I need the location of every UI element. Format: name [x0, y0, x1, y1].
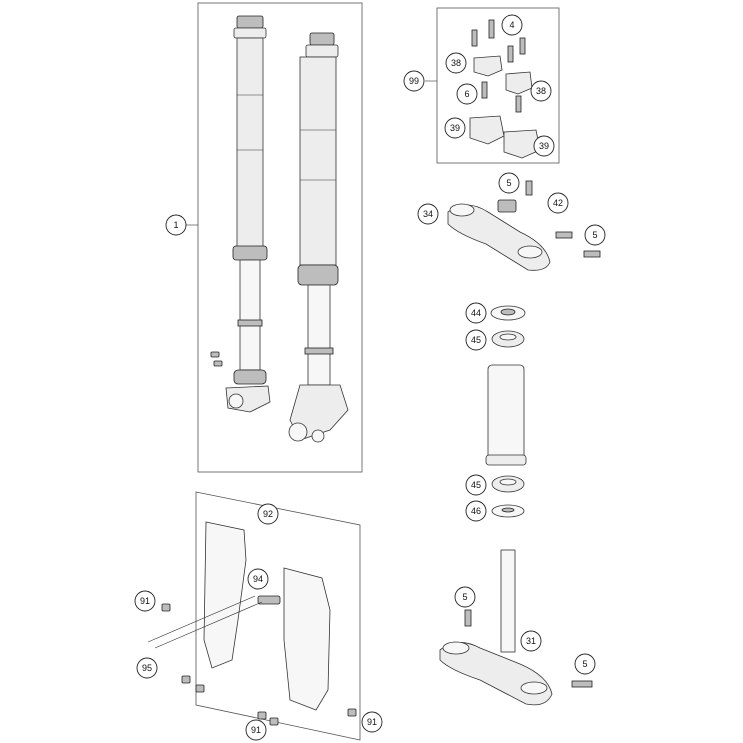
callout-92: 92 [257, 503, 279, 525]
svg-text:92: 92 [263, 509, 273, 519]
dust-seal-44[interactable] [490, 305, 526, 321]
callout-38-right: 38 [530, 80, 552, 102]
fork-group [186, 2, 363, 473]
svg-text:95: 95 [142, 663, 152, 673]
callout-5-upper-top: 5 [498, 172, 520, 194]
svg-text:91: 91 [140, 596, 150, 606]
bolt-5-upper-top [525, 180, 533, 196]
svg-text:38: 38 [451, 58, 461, 68]
svg-text:45: 45 [471, 335, 481, 345]
callout-91-right: 91 [361, 711, 383, 733]
svg-text:5: 5 [592, 230, 597, 240]
svg-text:31: 31 [526, 636, 536, 646]
svg-text:44: 44 [471, 308, 481, 318]
svg-text:6: 6 [464, 89, 469, 99]
svg-text:5: 5 [506, 178, 511, 188]
bearing-45-upper[interactable] [491, 330, 525, 348]
callout-91-left: 91 [134, 590, 156, 612]
fork-leg-left[interactable] [225, 15, 271, 413]
svg-text:39: 39 [450, 123, 460, 133]
fork-group-frame [197, 2, 363, 473]
callout-1: 1 [165, 214, 187, 236]
callout-5-lower-top: 5 [454, 586, 476, 608]
svg-text:5: 5 [582, 659, 587, 669]
callout-99: 99 [403, 70, 425, 92]
svg-text:45: 45 [471, 480, 481, 490]
callout-46: 46 [465, 500, 487, 522]
svg-text:1: 1 [173, 220, 178, 230]
svg-text:4: 4 [509, 20, 514, 30]
svg-text:91: 91 [251, 725, 261, 735]
clamp-38-right[interactable] [505, 71, 533, 95]
bolt-5-lower-right [571, 680, 593, 688]
upper-triple-clamp[interactable] [447, 199, 551, 271]
svg-text:42: 42 [553, 198, 563, 208]
screw-91 [161, 603, 357, 726]
svg-text:39: 39 [539, 141, 549, 151]
clamp-39-right[interactable] [503, 129, 541, 159]
fork-leg-right[interactable] [288, 32, 349, 443]
callout-39-left: 39 [444, 117, 466, 139]
callout-39-right: 39 [533, 135, 555, 157]
lower-triple-clamp[interactable] [439, 549, 553, 706]
fork-guard-frame [195, 491, 361, 741]
clamp-bolts [471, 19, 526, 113]
fork-guard-right[interactable] [283, 567, 331, 711]
guard-hardware [147, 595, 281, 649]
fork-guard-left[interactable] [203, 521, 247, 669]
callout-44: 44 [465, 302, 487, 324]
callout-42: 42 [547, 192, 569, 214]
fork-guard-group [147, 491, 361, 741]
clamp-39-left[interactable] [469, 115, 505, 145]
callout-6: 6 [456, 83, 478, 105]
clamp-kit-frame [436, 7, 560, 164]
clamp-kit-group [425, 7, 560, 164]
bolt-5-lower-top [464, 609, 472, 627]
bearing-45-lower[interactable] [491, 475, 525, 493]
bolt-small-left [210, 351, 223, 367]
callout-91-bottom: 91 [245, 719, 267, 741]
svg-text:34: 34 [423, 209, 433, 219]
callout-5-upper-right: 5 [584, 224, 606, 246]
svg-text:5: 5 [462, 592, 467, 602]
svg-text:99: 99 [409, 76, 419, 86]
svg-text:46: 46 [471, 506, 481, 516]
callout-4: 4 [501, 14, 523, 36]
callout-45-lower: 45 [465, 474, 487, 496]
callout-38-left: 38 [445, 52, 467, 74]
callout-94: 94 [247, 568, 269, 590]
steering-tube[interactable] [485, 364, 527, 466]
dust-seal-46[interactable] [491, 504, 525, 518]
callout-95: 95 [136, 657, 158, 679]
clamp-38-left[interactable] [473, 55, 503, 77]
callouts: 1 99 4 38 6 38 39 39 [134, 14, 606, 741]
callout-5-lower-right: 5 [574, 653, 596, 675]
bolt-5-upper-right [555, 231, 601, 258]
svg-text:38: 38 [536, 86, 546, 96]
callout-45-upper: 45 [465, 329, 487, 351]
svg-text:94: 94 [253, 574, 263, 584]
callout-31: 31 [520, 630, 542, 652]
callout-34: 34 [417, 203, 439, 225]
svg-text:91: 91 [367, 717, 377, 727]
